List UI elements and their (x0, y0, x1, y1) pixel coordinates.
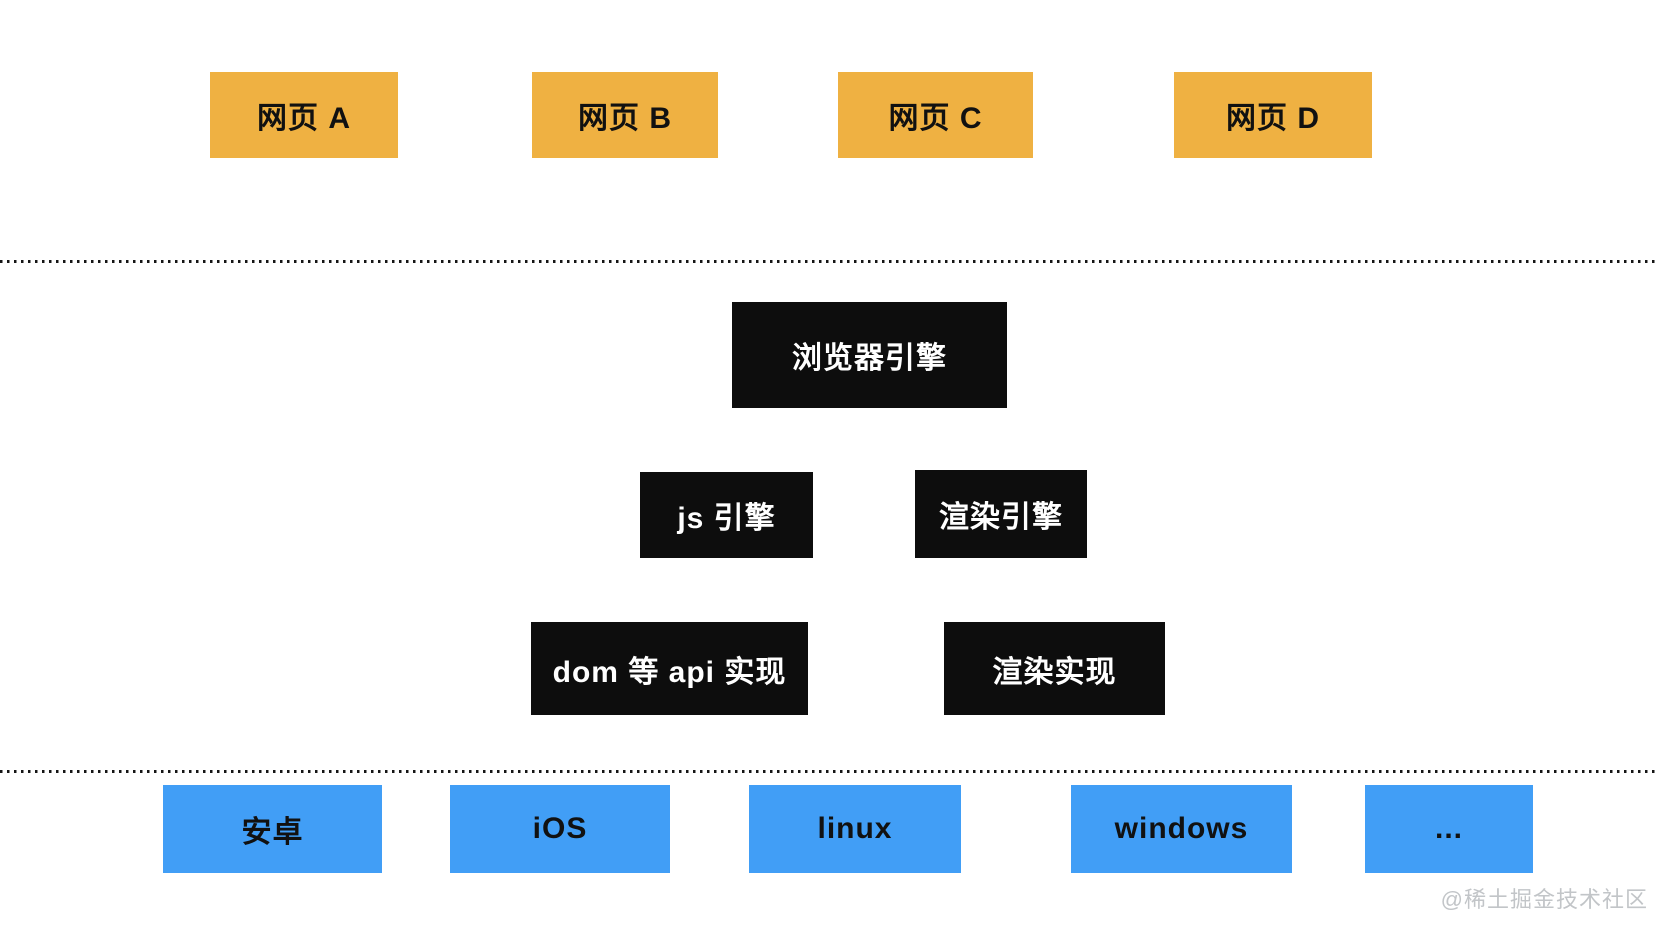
dotted-separator-bottom (0, 770, 1656, 773)
dotted-separator-top (0, 260, 1656, 263)
js-engine-box: js 引擎 (640, 472, 813, 558)
platform-linux-box: linux (749, 785, 961, 873)
webpage-a-box: 网页 A (210, 72, 398, 158)
platform-android-box: 安卓 (163, 785, 382, 873)
platform-ios-box: iOS (450, 785, 670, 873)
webpage-b-box: 网页 B (532, 72, 718, 158)
webpage-c-box: 网页 C (838, 72, 1033, 158)
dom-api-implementation-box: dom 等 api 实现 (531, 622, 808, 715)
juejin-watermark: @稀土掘金技术社区 (1440, 887, 1648, 912)
platform-windows-box: windows (1071, 785, 1292, 873)
webpage-d-box: 网页 D (1174, 72, 1372, 158)
render-implementation-box: 渲染实现 (944, 622, 1165, 715)
render-engine-box: 渲染引擎 (915, 470, 1087, 558)
platform-more-box: ... (1365, 785, 1533, 873)
browser-engine-box: 浏览器引擎 (732, 302, 1007, 408)
